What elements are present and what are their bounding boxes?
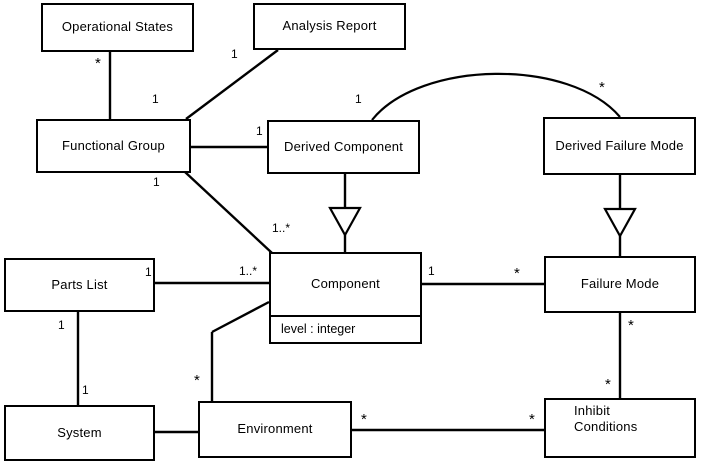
class-name-functional-group: Functional Group (62, 137, 165, 153)
multiplicity-inhibit-conditions-environment-end: * (529, 411, 535, 428)
generalization-triangle-derived-failure-mode (603, 207, 637, 239)
multiplicity-component-failure-mode-end: 1 (428, 264, 435, 278)
class-name-derived-failure-mode: Derived Failure Mode (555, 137, 684, 153)
class-name-failure-mode: Failure Mode (580, 276, 660, 292)
multiplicity-functional-group-component-end: 1 (153, 175, 160, 189)
class-box-derived-failure-mode[interactable]: Derived Failure Mode (543, 117, 696, 175)
class-box-analysis-report[interactable]: Analysis Report (253, 3, 406, 50)
multiplicity-analysis-report-end: 1 (231, 47, 238, 61)
multiplicity-derived-component-functional-group-end: 1 (256, 124, 263, 138)
class-name-system: System (57, 424, 102, 440)
multiplicity-failure-mode-inhibit-conditions-end: * (628, 317, 634, 334)
class-box-system[interactable]: System (4, 405, 155, 461)
multiplicity-failure-mode-component-end: * (514, 265, 520, 282)
class-box-derived-component[interactable]: Derived Component (267, 120, 420, 174)
class-box-environment[interactable]: Environment (198, 401, 352, 458)
multiplicity-environment-component-end: * (194, 372, 200, 389)
class-box-failure-mode[interactable]: Failure Mode (544, 256, 696, 313)
class-name-derived-component: Derived Component (283, 138, 404, 154)
class-box-inhibit-conditions[interactable]: Inhibit Conditions (544, 398, 696, 458)
edge-component-environment-diagonal (211, 300, 270, 334)
class-name-analysis-report: Analysis Report (282, 18, 377, 34)
class-name-environment: Environment (237, 421, 313, 437)
edge-functional-group-component (184, 171, 273, 254)
class-box-parts-list[interactable]: Parts List (4, 258, 155, 312)
class-box-functional-group[interactable]: Functional Group (36, 119, 191, 173)
edge-derived-component-derived-failure-mode (371, 72, 621, 121)
multiplicity-system-parts-list-end: 1 (82, 383, 89, 397)
multiplicity-derived-component-arc-end: 1 (355, 92, 362, 106)
class-name-operational-states: Operational States (61, 19, 174, 35)
class-box-operational-states[interactable]: Operational States (41, 3, 194, 52)
multiplicity-parts-list-system-end: 1 (58, 318, 65, 332)
multiplicity-functional-group-analysis-report-end: 1 (152, 92, 159, 106)
class-name-parts-list: Parts List (51, 276, 108, 292)
class-name-component: Component (310, 276, 380, 292)
multiplicity-derived-failure-mode-arc-end: * (599, 79, 605, 96)
multiplicity-component-parts-list-end: 1..* (239, 264, 258, 278)
class-box-component[interactable]: Component level : integer (269, 252, 422, 344)
multiplicity-inhibit-conditions-failure-mode-end: * (605, 376, 611, 393)
multiplicity-environment-inhibit-conditions-end: * (361, 411, 367, 428)
multiplicity-parts-list-component-end: 1 (145, 265, 152, 279)
generalization-triangle-derived-component (328, 206, 362, 238)
class-attribute-component-level: level : integer (271, 315, 420, 342)
class-name-inhibit-conditions: Inhibit Conditions (574, 403, 638, 435)
multiplicity-operational-states-end: * (95, 55, 101, 72)
multiplicity-component-functional-group-end: 1..* (272, 221, 291, 235)
